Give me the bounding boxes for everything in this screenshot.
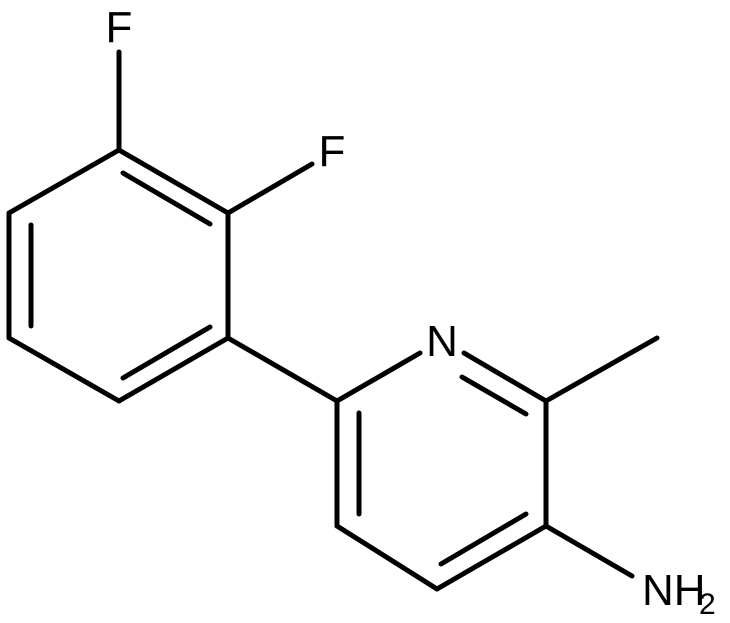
bond-aryl-pyridine (225, 335, 340, 404)
bonds (6, 49, 660, 592)
atom-labels: F F N NH 2 (106, 3, 716, 621)
bond-c2p-methyl (543, 335, 660, 404)
atom-label-f1: F (106, 3, 133, 52)
bond-c1-c2 (6, 147, 122, 216)
bond-c3p-c4p-inner (438, 511, 529, 567)
bond-c4-c5 (116, 335, 231, 404)
bond-c3p-c4p (434, 523, 549, 592)
bond-c4p-c5p (334, 523, 440, 592)
atom-label-f2: F (319, 127, 346, 176)
bond-c3p-amine (543, 523, 635, 579)
atom-label-amine-subscript: 2 (699, 588, 716, 621)
atom-label-amine: NH (642, 566, 706, 615)
bond-c4-c5-inner (120, 324, 213, 381)
bond-c3-c4 (6, 335, 122, 404)
bond-n1-c2p (461, 350, 549, 404)
bond-c6-f2 (225, 161, 315, 216)
bond-n1-c2p-inner (459, 374, 529, 417)
atom-label-n-ring: N (426, 317, 458, 366)
bond-c6-c1 (116, 147, 231, 216)
bond-c6p-n1 (334, 350, 423, 404)
bond-c6-c1-inner (120, 170, 213, 227)
